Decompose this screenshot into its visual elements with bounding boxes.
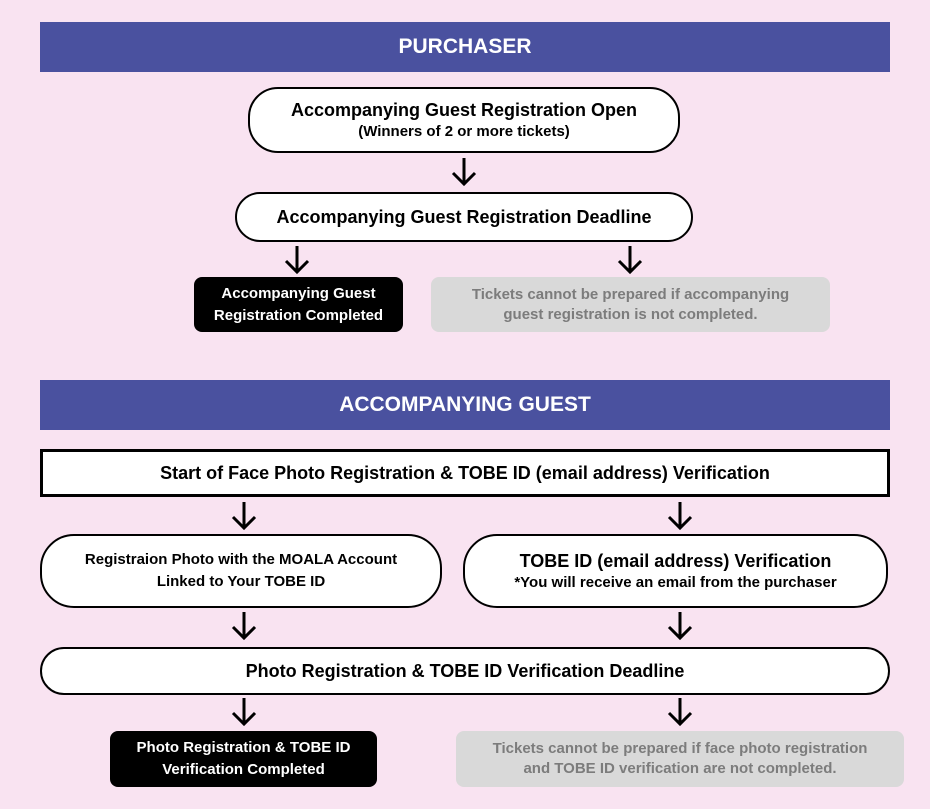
photo-verification-not-completed-node: Tickets cannot be prepared if face photo… [456,731,904,787]
tobe-id-verification-note: *You will receive an email from the purc… [514,574,837,591]
arrow-down-icon [667,502,693,531]
guest-registration-open-title: Accompanying Guest Registration Open [290,100,638,120]
arrow-down-icon [617,246,643,275]
accompanying-guest-header: ACCOMPANYING GUEST [40,380,890,430]
guest-registration-not-completed-node: Tickets cannot be prepared if accompanyi… [431,277,830,332]
photo-verification-not-completed-line-1: Tickets cannot be prepared if face photo… [492,740,868,757]
guest-registration-completed-node: Accompanying Guest Registration Complete… [194,277,403,332]
arrow-down-icon [231,612,257,641]
guest-registration-deadline-label: Accompanying Guest Registration Deadline [276,207,652,227]
guest-registration-open-node: Accompanying Guest Registration Open (Wi… [248,87,680,153]
photo-verification-completed-node: Photo Registration & TOBE ID Verificatio… [110,731,377,787]
arrow-down-icon [231,698,257,727]
purchaser-header-label: PURCHASER [398,35,532,58]
guest-registration-deadline-node: Accompanying Guest Registration Deadline [235,192,693,242]
arrow-down-icon [667,612,693,641]
arrow-down-icon [284,246,310,275]
photo-verification-deadline-label: Photo Registration & TOBE ID Verificatio… [245,661,685,681]
photo-verification-completed-line-1: Photo Registration & TOBE ID [136,739,351,756]
photo-registration-node: Registraion Photo with the MOALA Account… [40,534,442,608]
accompanying-guest-header-label: ACCOMPANYING GUEST [339,393,591,416]
tobe-id-verification-title: TOBE ID (email address) Verification [519,551,832,571]
guest-registration-open-note: (Winners of 2 or more tickets) [358,123,570,140]
purchaser-header: PURCHASER [40,22,890,72]
face-photo-start-node: Start of Face Photo Registration & TOBE … [40,449,890,497]
photo-registration-line-1: Registraion Photo with the MOALA Account [84,551,398,568]
guest-registration-not-completed-line-2: guest registration is not completed. [503,305,758,323]
guest-registration-completed-line-2: Registration Completed [213,306,384,324]
photo-verification-completed-line-2: Verification Completed [162,761,325,778]
photo-verification-not-completed-line-2: and TOBE ID verification are not complet… [523,760,837,777]
photo-verification-deadline-node: Photo Registration & TOBE ID Verificatio… [40,647,890,695]
face-photo-start-label: Start of Face Photo Registration & TOBE … [160,463,770,483]
arrow-down-icon [451,158,477,187]
guest-registration-not-completed-line-1: Tickets cannot be prepared if accompanyi… [471,285,790,303]
photo-registration-line-2: Linked to Your TOBE ID [156,573,326,590]
arrow-down-icon [231,502,257,531]
arrow-down-icon [667,698,693,727]
tobe-id-verification-node: TOBE ID (email address) Verification *Yo… [463,534,888,608]
guest-registration-completed-line-1: Accompanying Guest [221,284,376,302]
